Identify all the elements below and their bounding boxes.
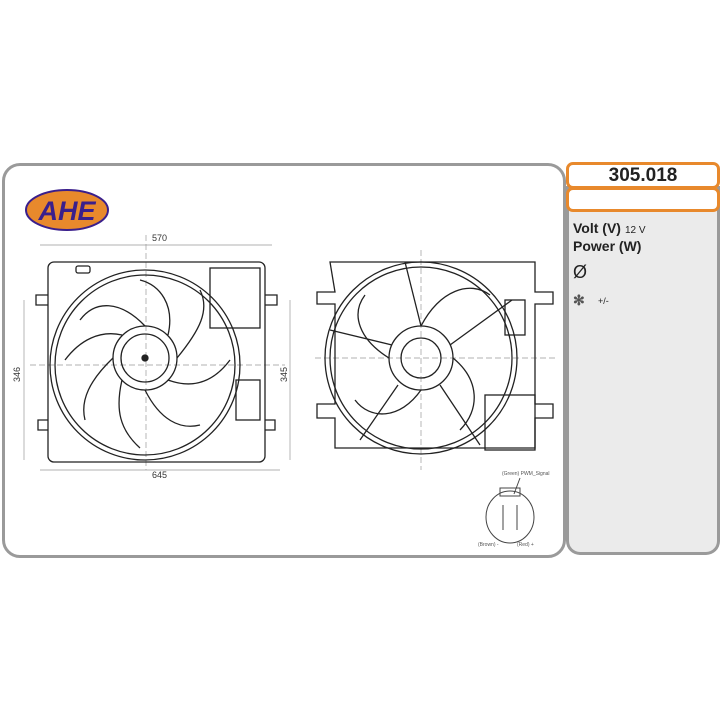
- drawing-panel: [2, 163, 566, 558]
- power-label: Power (W): [573, 238, 642, 254]
- svg-text:AHE: AHE: [37, 196, 96, 226]
- spec-panel: [566, 186, 720, 555]
- pos-wire-label: (Red) +: [517, 542, 534, 548]
- product-subtitle: [566, 187, 720, 212]
- dim-left-height: 346: [12, 367, 22, 382]
- connector-diagram: [485, 477, 535, 544]
- dim-right-height: 345: [279, 367, 289, 382]
- diameter-icon: Ø: [573, 262, 588, 282]
- fan-rotation-icon: ✻: [573, 292, 585, 308]
- dim-bottom-width: 645: [152, 470, 167, 480]
- volt-label: Volt (V): [573, 220, 621, 236]
- dim-top-width: 570: [152, 233, 167, 243]
- volt-value: 12 V: [624, 225, 646, 236]
- neg-wire-label: (Brown) -: [478, 542, 499, 548]
- volt-spec: Volt (V)12 V: [573, 220, 646, 236]
- front-view: [23, 235, 291, 471]
- product-code: 305.018: [566, 162, 720, 189]
- rear-view: [315, 250, 555, 470]
- rotation-value: +/-: [598, 296, 609, 306]
- pwm-signal-label: (Green) PWM_Signal: [502, 471, 550, 477]
- ahe-logo: AHE: [25, 189, 109, 231]
